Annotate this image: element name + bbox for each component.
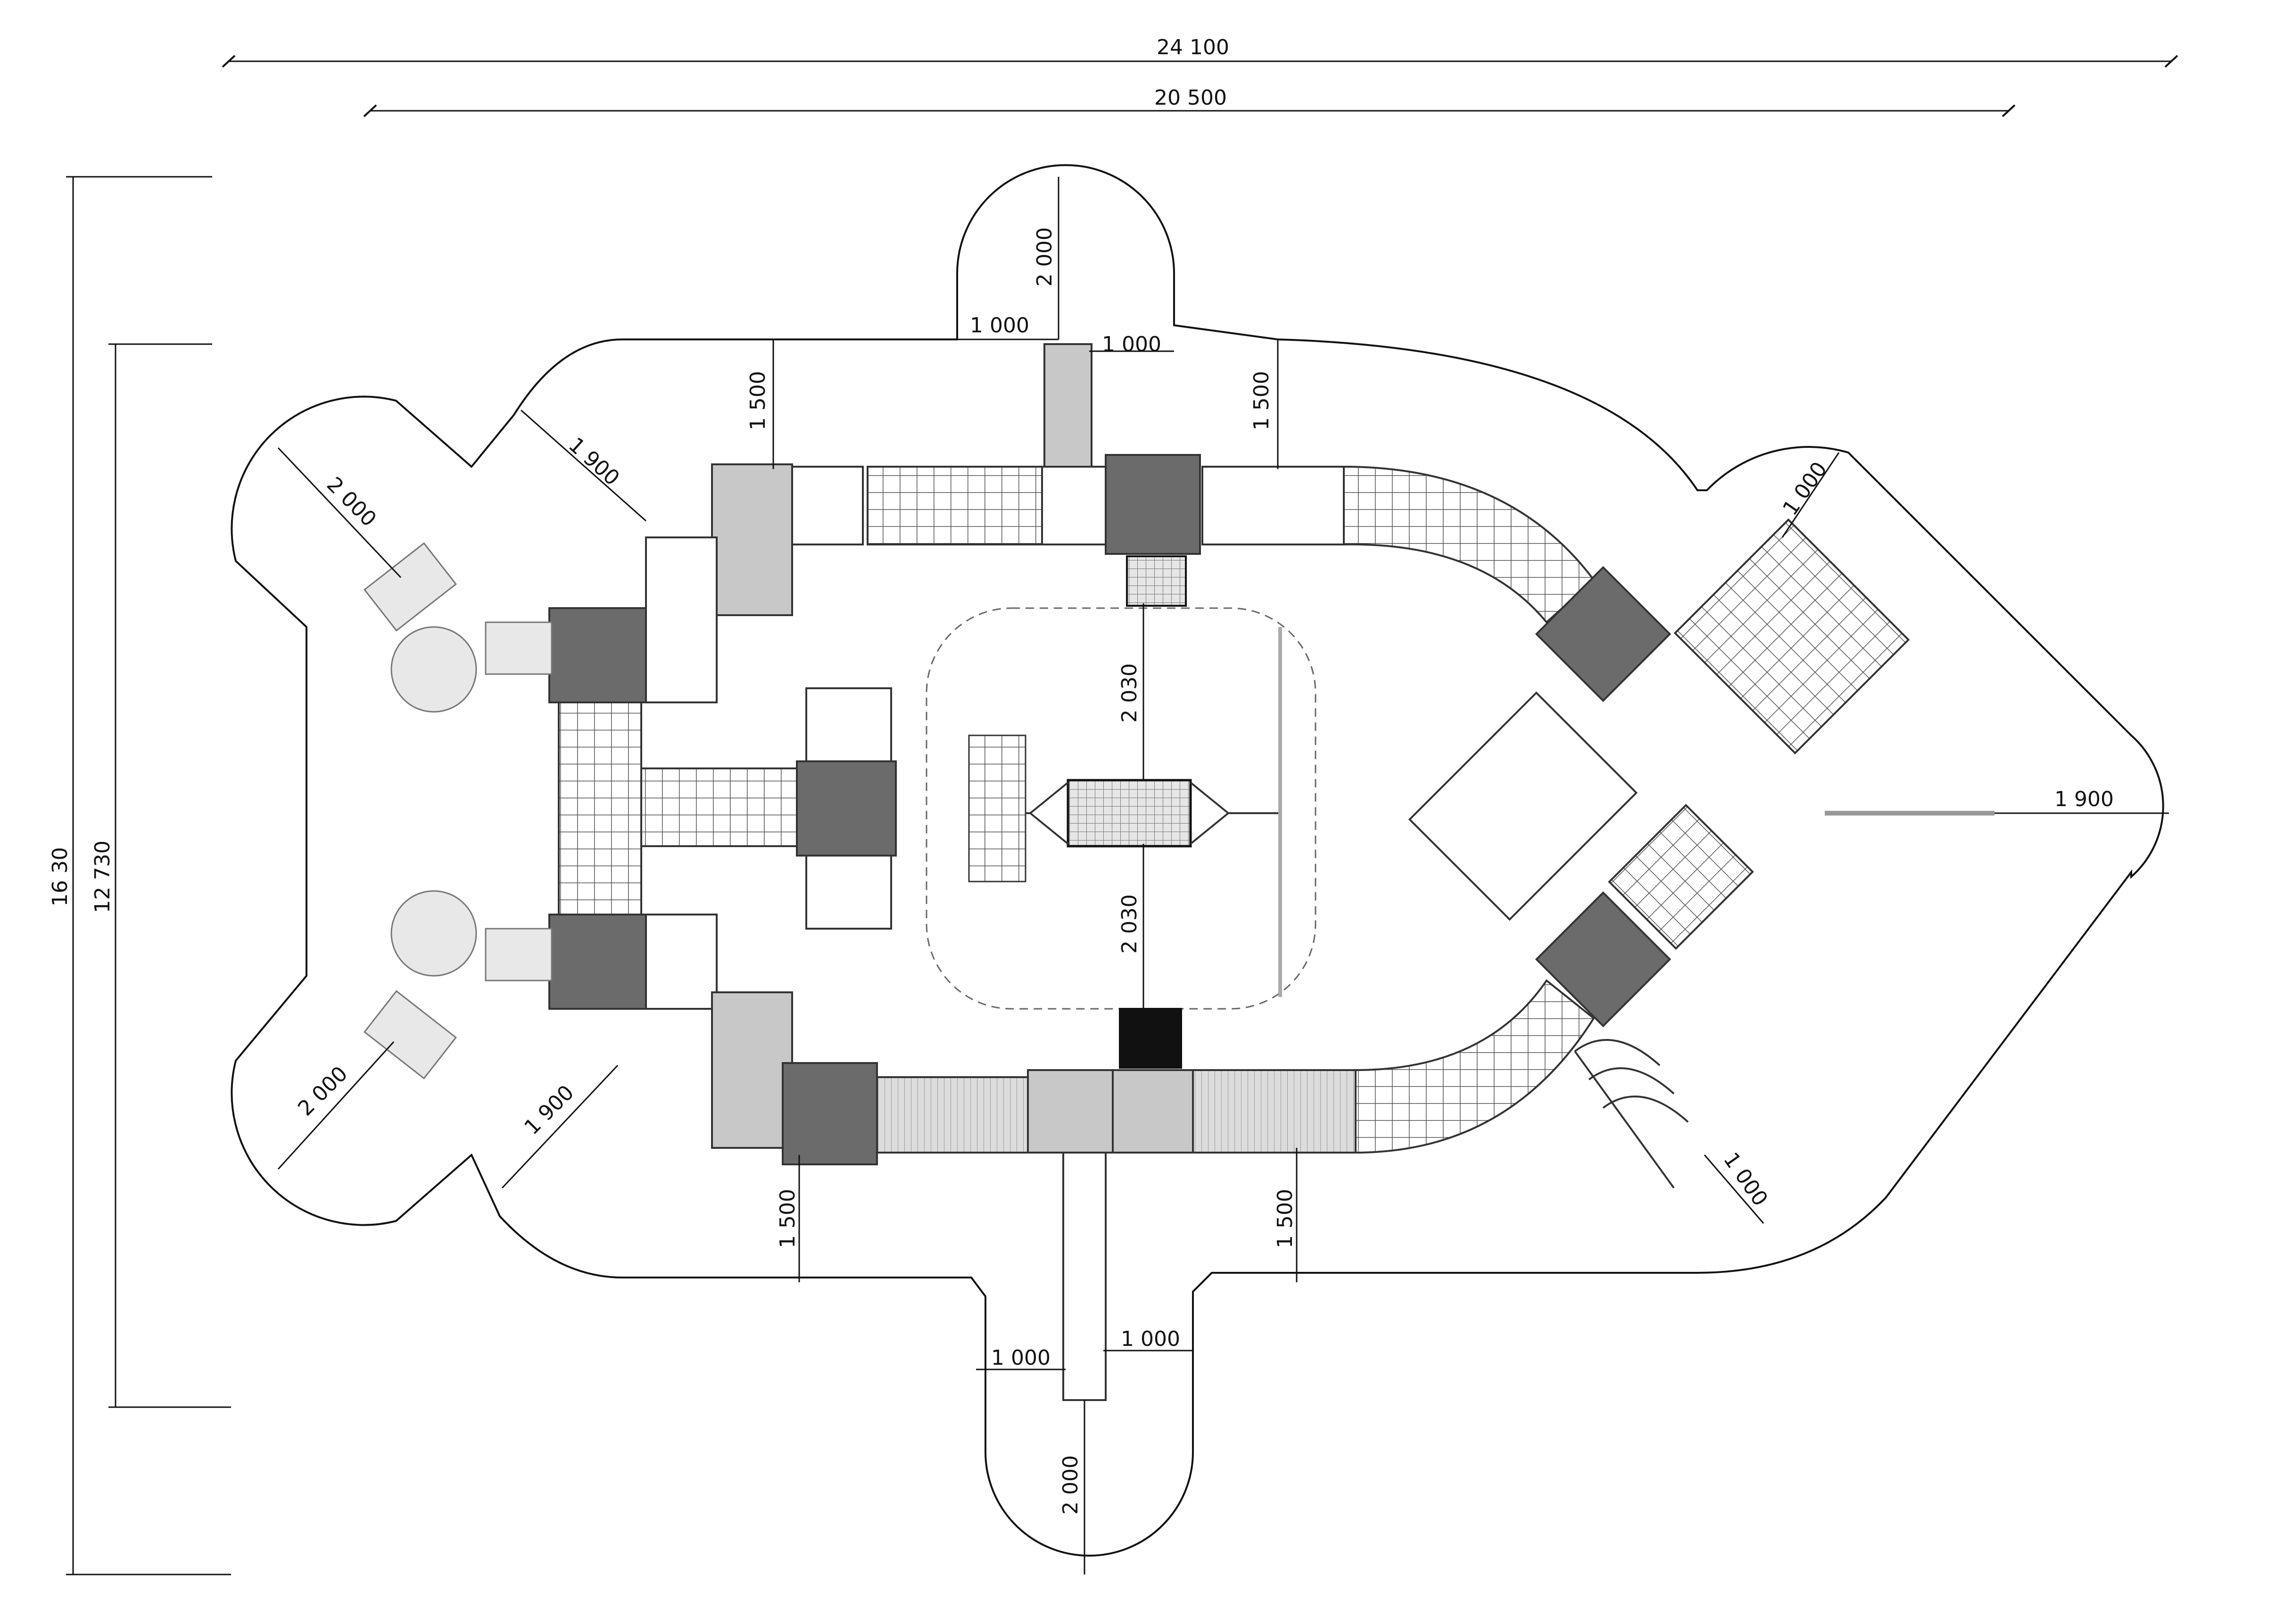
bottom-left-roof bbox=[711, 991, 793, 1149]
top-right-offset-label: 1 000 bbox=[1102, 332, 1161, 356]
safety-zone-outline bbox=[231, 164, 2164, 1557]
lower-left-slide-label: 2 000 bbox=[293, 1062, 352, 1121]
top-tower-height-label: 2 000 bbox=[1033, 227, 1057, 287]
right-grid-climber bbox=[1673, 518, 1910, 755]
inner-height-label: 12 730 bbox=[91, 841, 115, 913]
top-left-offset-label: 1 000 bbox=[970, 313, 1029, 338]
dimension-lines bbox=[66, 55, 2178, 1575]
top-stairs bbox=[1126, 555, 1187, 607]
middle-deck bbox=[796, 760, 897, 857]
middle-lower-roof bbox=[805, 855, 892, 930]
upper-right-diag-label: 1 000 bbox=[1778, 457, 1832, 519]
bottom-exit-ramp bbox=[1062, 1152, 1107, 1401]
upper-left-diag-label: 1 900 bbox=[564, 433, 624, 490]
lower-left-diag-label: 1 900 bbox=[520, 1080, 579, 1139]
bottom-mid-deck-2 bbox=[1112, 1069, 1194, 1154]
bottom-left-clearance-label: 1 500 bbox=[776, 1189, 800, 1248]
middle-net-bridge bbox=[640, 767, 798, 847]
upper-left-tube-slide bbox=[363, 542, 553, 713]
right-lower-deck bbox=[1535, 891, 1672, 1028]
inner-width-label: 20 500 bbox=[1154, 86, 1227, 110]
top-left-clearance-label: 1 500 bbox=[746, 371, 770, 430]
right-arch-climber bbox=[1574, 1039, 1689, 1189]
bottom-right-clearance-label: 1 500 bbox=[1273, 1189, 1297, 1248]
top-left-deck bbox=[711, 463, 793, 616]
bottom-curved-net bbox=[1355, 979, 1595, 1154]
top-center-deck bbox=[1105, 454, 1201, 555]
top-right-clearance-label: 1 500 bbox=[1250, 371, 1274, 430]
bottom-tower-height-label: 2 000 bbox=[1059, 1455, 1083, 1515]
center-equipment bbox=[968, 627, 1282, 997]
top-walkway bbox=[1041, 466, 1109, 545]
middle-upper-roof bbox=[805, 687, 892, 762]
left-upper-deck bbox=[548, 607, 647, 703]
center-upper-label: 2 030 bbox=[1117, 663, 1142, 723]
center-lower-label: 2 030 bbox=[1117, 894, 1142, 954]
lower-left-tube-slide bbox=[363, 890, 553, 1080]
bottom-tunnel bbox=[1119, 1008, 1182, 1069]
right-upper-deck bbox=[1535, 566, 1672, 702]
overall-height-label: 16 30 bbox=[48, 847, 72, 907]
left-lower-roof bbox=[645, 914, 718, 1010]
top-left-roof bbox=[791, 466, 864, 545]
lower-right-diag-label: 1 000 bbox=[1719, 1148, 1772, 1210]
right-center-platform bbox=[1408, 691, 1638, 921]
bottom-left-offset-label: 1 000 bbox=[991, 1346, 1051, 1370]
bottom-right-offset-label: 1 000 bbox=[1121, 1327, 1180, 1351]
bottom-plank-bridge bbox=[876, 1076, 1029, 1154]
bottom-left-deck bbox=[782, 1062, 878, 1165]
left-upper-roof bbox=[645, 536, 718, 703]
left-climbing-net bbox=[558, 701, 642, 920]
bottom-plank-bridge-2 bbox=[1192, 1069, 1357, 1154]
left-lower-deck bbox=[548, 914, 647, 1010]
right-point-label: 1 900 bbox=[2054, 787, 2114, 811]
top-net-bridge bbox=[867, 466, 1043, 545]
right-inner-net bbox=[1608, 804, 1754, 950]
play-structure bbox=[363, 343, 1994, 1401]
top-balance-beam bbox=[1201, 466, 1345, 545]
top-entry-ramp bbox=[1043, 343, 1092, 468]
overall-width-label: 24 100 bbox=[1157, 35, 1229, 59]
bottom-mid-deck-1 bbox=[1027, 1069, 1114, 1154]
top-curved-net bbox=[1343, 465, 1595, 624]
upper-left-slide-label: 2 000 bbox=[322, 472, 381, 531]
